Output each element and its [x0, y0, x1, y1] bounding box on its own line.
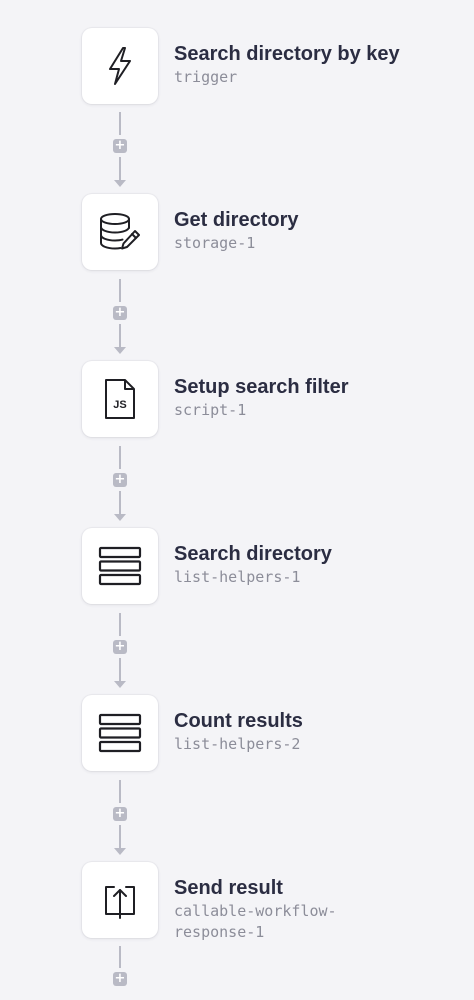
connector-line [119, 279, 121, 302]
step-title: Count results [174, 710, 303, 732]
step-icon-box[interactable] [82, 695, 158, 771]
step-id: storage-1 [174, 234, 256, 252]
step-text: Search directory by key trigger [174, 42, 464, 88]
connector-line [119, 825, 121, 848]
step-connector: + [110, 780, 130, 858]
step-text: Count results list-helpers-2 [174, 709, 464, 755]
workflow-step-trigger[interactable]: Search directory by key trigger [82, 28, 462, 108]
add-step-button[interactable]: + [113, 971, 127, 986]
step-title: Search directory by key [174, 43, 400, 65]
step-id: list-helpers-2 [174, 735, 301, 753]
arrow-down-icon [114, 347, 126, 354]
arrow-down-icon [114, 848, 126, 855]
step-connector: + [110, 613, 130, 691]
add-step-button[interactable]: + [113, 305, 127, 320]
workflow-step-script-1[interactable]: JS Setup search filter script-1 [82, 361, 462, 441]
workflow-step-list-helpers-2[interactable]: Count results list-helpers-2 [82, 695, 462, 775]
connector-line [119, 491, 121, 514]
connector-line [119, 324, 121, 347]
arrow-down-icon [114, 180, 126, 187]
lightning-icon [109, 47, 131, 85]
connector-line [119, 446, 121, 469]
arrow-down-icon [114, 681, 126, 688]
step-title: Get directory [174, 209, 299, 231]
step-icon-box[interactable] [82, 194, 158, 270]
step-connector: + [110, 279, 130, 357]
workflow-step-storage-1[interactable]: Get directory storage-1 [82, 194, 462, 274]
step-title: Send result [174, 877, 283, 899]
add-step-button[interactable]: + [113, 639, 127, 654]
connector-line [119, 157, 121, 180]
connector-line [119, 112, 121, 135]
step-text: Search directory list-helpers-1 [174, 542, 464, 588]
step-id: list-helpers-1 [174, 568, 301, 586]
js-file-icon: JS [105, 379, 135, 419]
add-step-button[interactable]: + [113, 472, 127, 487]
upload-box-icon [105, 886, 135, 919]
arrow-down-icon [114, 514, 126, 521]
step-id: script-1 [174, 401, 247, 419]
step-id: callable-workflow- response-1 [174, 902, 337, 941]
step-text: Setup search filter script-1 [174, 375, 464, 421]
step-title: Search directory [174, 543, 332, 565]
database-edit-icon [100, 213, 140, 250]
step-icon-box[interactable] [82, 28, 158, 104]
add-step-button[interactable]: + [113, 138, 127, 153]
step-id: trigger [174, 68, 238, 86]
step-connector: + [110, 112, 130, 190]
connector-line [119, 780, 121, 803]
step-icon-box[interactable] [82, 528, 158, 604]
step-icon-box[interactable]: JS [82, 361, 158, 437]
step-text: Send result callable-workflow- response-… [174, 876, 464, 943]
workflow-step-list-helpers-1[interactable]: Search directory list-helpers-1 [82, 528, 462, 608]
step-connector: + [110, 446, 130, 524]
step-title: Setup search filter [174, 376, 349, 398]
add-step-button[interactable]: + [113, 806, 127, 821]
step-connector: + [110, 946, 130, 1000]
step-text: Get directory storage-1 [174, 208, 464, 254]
list-rows-icon [98, 713, 142, 753]
js-file-label: JS [113, 399, 126, 411]
connector-line [119, 946, 121, 968]
step-icon-box[interactable] [82, 862, 158, 938]
workflow-step-callable-workflow-response-1[interactable]: Send result callable-workflow- response-… [82, 862, 462, 942]
connector-line [119, 613, 121, 636]
list-rows-icon [98, 546, 142, 586]
connector-line [119, 658, 121, 681]
